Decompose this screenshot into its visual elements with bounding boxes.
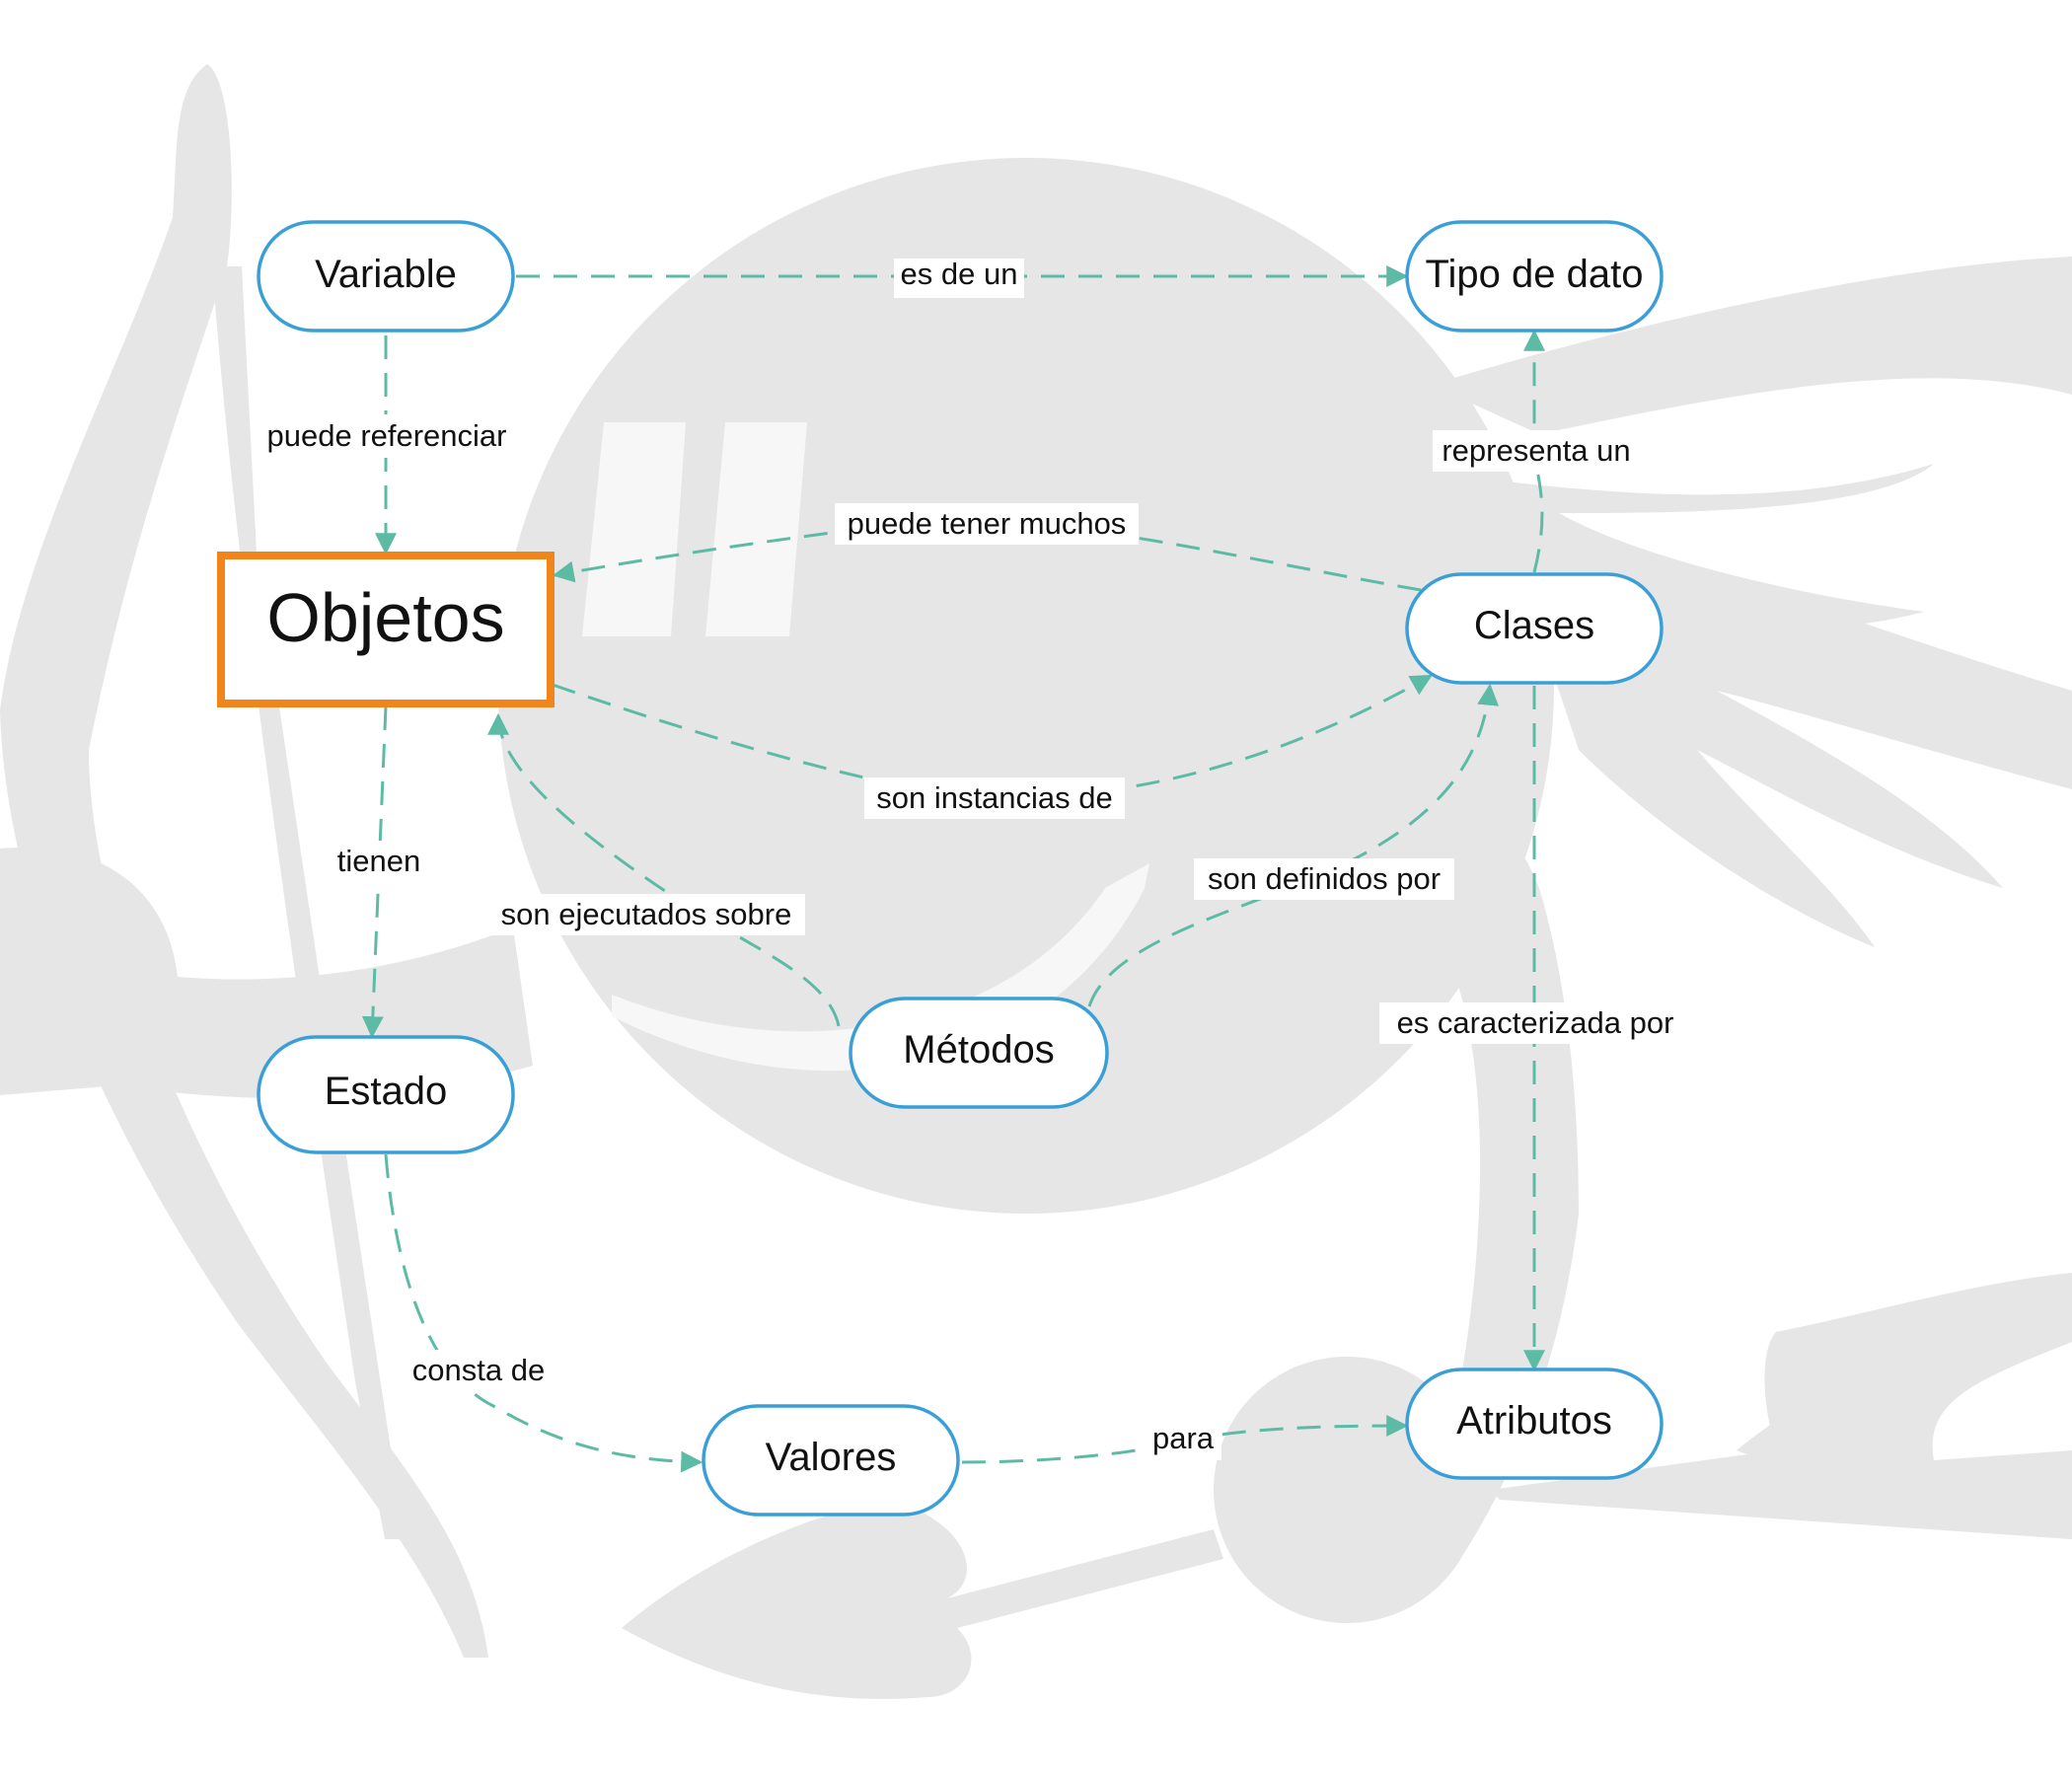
node-clases[interactable]: Clases bbox=[1405, 572, 1664, 685]
edge-label-son-instancias-de: son instancias de bbox=[876, 780, 1113, 815]
node-estado[interactable]: Estado bbox=[257, 1035, 515, 1154]
node-metodos[interactable]: Métodos bbox=[849, 997, 1109, 1109]
edge-label-tienen: tienen bbox=[337, 844, 420, 878]
edge-son-instancias-de bbox=[552, 674, 1433, 799]
edge-label-son-definidos-por: son definidos por bbox=[1208, 861, 1441, 896]
edge-label-son-ejecutados-sobre: son ejecutados sobre bbox=[501, 897, 792, 931]
node-clases-label: Clases bbox=[1474, 604, 1594, 647]
node-atributos[interactable]: Atributos bbox=[1405, 1368, 1664, 1480]
edge-label-es-caracterizada-por: es caracterizada por bbox=[1397, 1005, 1674, 1040]
node-variable[interactable]: Variable bbox=[257, 220, 515, 333]
nodes: Variable Tipo de dato Objetos Clases Est… bbox=[217, 220, 1664, 1517]
edge-consta-de bbox=[384, 1153, 703, 1473]
edge-label-puede-referenciar: puede referenciar bbox=[267, 418, 507, 453]
edge-label-consta-de: consta de bbox=[412, 1353, 545, 1387]
node-atributos-label: Atributos bbox=[1456, 1399, 1612, 1443]
node-tipo-de-dato[interactable]: Tipo de dato bbox=[1405, 220, 1664, 333]
edge-label-puede-tener-muchos: puede tener muchos bbox=[848, 506, 1127, 541]
edge-labels: es de un puede referenciar representa un… bbox=[255, 257, 1691, 1460]
node-valores[interactable]: Valores bbox=[702, 1404, 960, 1517]
edge-label-representa-un: representa un bbox=[1442, 433, 1630, 468]
edge-label-para: para bbox=[1152, 1421, 1215, 1455]
edge-label-es-de-un: es de un bbox=[901, 257, 1018, 291]
node-objetos[interactable]: Objetos bbox=[217, 552, 555, 707]
node-variable-label: Variable bbox=[315, 253, 457, 296]
node-tipo-de-dato-label: Tipo de dato bbox=[1426, 253, 1644, 296]
node-objetos-label: Objetos bbox=[266, 579, 504, 656]
node-valores-label: Valores bbox=[766, 1436, 897, 1479]
node-metodos-label: Métodos bbox=[903, 1028, 1054, 1072]
node-estado-label: Estado bbox=[325, 1070, 448, 1113]
